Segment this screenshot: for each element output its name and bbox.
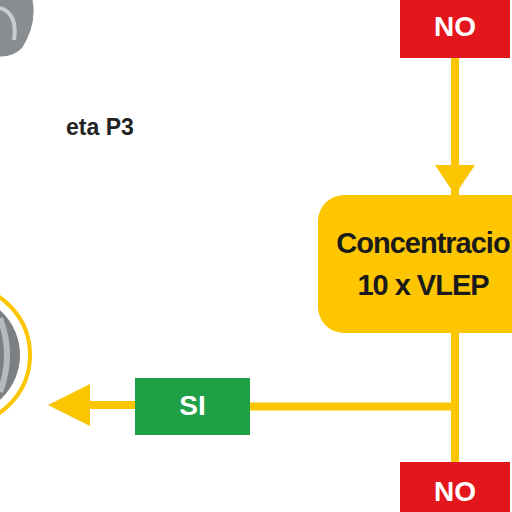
- mask-highlight: [0, 318, 7, 392]
- answer-box: SI: [135, 378, 250, 435]
- node-text: Concentracio 10 x VLEP: [334, 222, 512, 306]
- node-text: SI: [179, 391, 205, 422]
- flow-connector: [451, 58, 459, 195]
- mask-illustration: [0, 0, 34, 56]
- mask-circle: [0, 285, 30, 425]
- flow-line: [86, 401, 140, 409]
- arrow-head: [48, 384, 90, 426]
- mask-highlight: [0, 8, 15, 40]
- mask-illustration: [0, 295, 20, 415]
- decision-box: Concentracio 10 x VLEP: [318, 195, 512, 333]
- figure-caption: eta P3: [66, 114, 134, 141]
- node-text: NO: [434, 12, 476, 43]
- answer-box: NO: [400, 0, 510, 58]
- answer-box: NO: [400, 462, 510, 512]
- node-text: NO: [434, 477, 476, 508]
- flow-connector: [451, 333, 459, 462]
- flow-connector: [250, 333, 455, 407]
